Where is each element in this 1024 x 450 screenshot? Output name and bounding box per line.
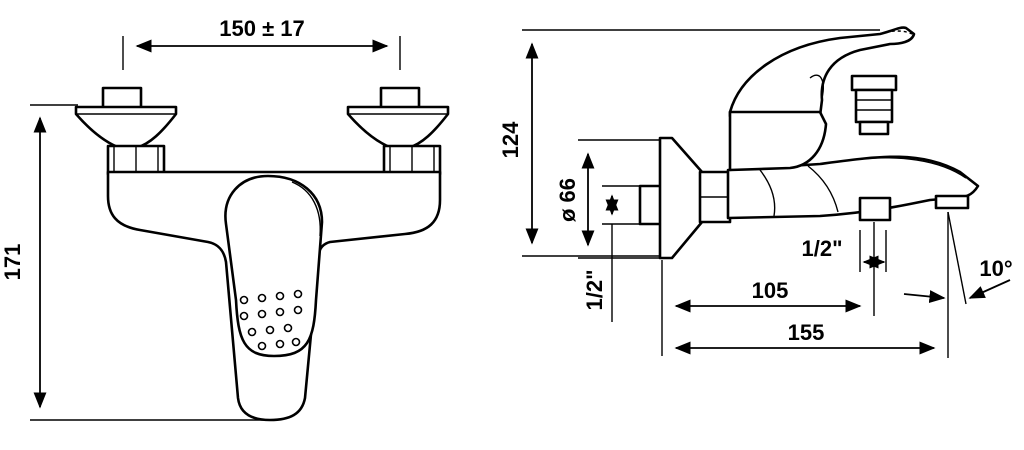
side-lever (728, 26, 916, 172)
angle-label: 10° (979, 256, 1012, 281)
outlet-distance-dimension: 105 (661, 222, 875, 356)
front-height-label: 171 (0, 244, 25, 281)
inlet-thread-label: 1/2" (582, 269, 607, 310)
diameter-label: ø 66 (555, 178, 580, 222)
side-height-dimension: 124 (498, 29, 880, 257)
spout-length-label: 155 (788, 320, 825, 345)
front-width-dimension: 150 ± 17 (122, 16, 401, 70)
handle-grip-dots (239, 289, 303, 351)
side-view: 124 ø 66 1/2" (498, 26, 1013, 358)
left-connection (74, 86, 178, 176)
side-spout-body (726, 155, 980, 222)
spout-length-dimension: 155 (674, 212, 949, 358)
outlet-distance-label: 105 (752, 278, 789, 303)
front-height-dimension: 171 (0, 104, 265, 421)
angle-dimension: 10° (903, 211, 1013, 305)
outlet-thread-label: 1/2" (801, 236, 842, 261)
diverter-knob (850, 74, 898, 136)
front-view: 150 ± 17 171 (0, 16, 450, 422)
diameter-dimension: ø 66 (555, 139, 660, 259)
inlet-thread-dimension: 1/2" (582, 185, 640, 322)
outlet-thread-dimension: 1/2" (801, 230, 887, 272)
side-wall-connection (638, 136, 732, 260)
front-lever-handle (224, 174, 324, 358)
side-height-label: 124 (498, 121, 523, 158)
right-connection (346, 86, 450, 176)
front-width-label: 150 ± 17 (219, 16, 304, 41)
